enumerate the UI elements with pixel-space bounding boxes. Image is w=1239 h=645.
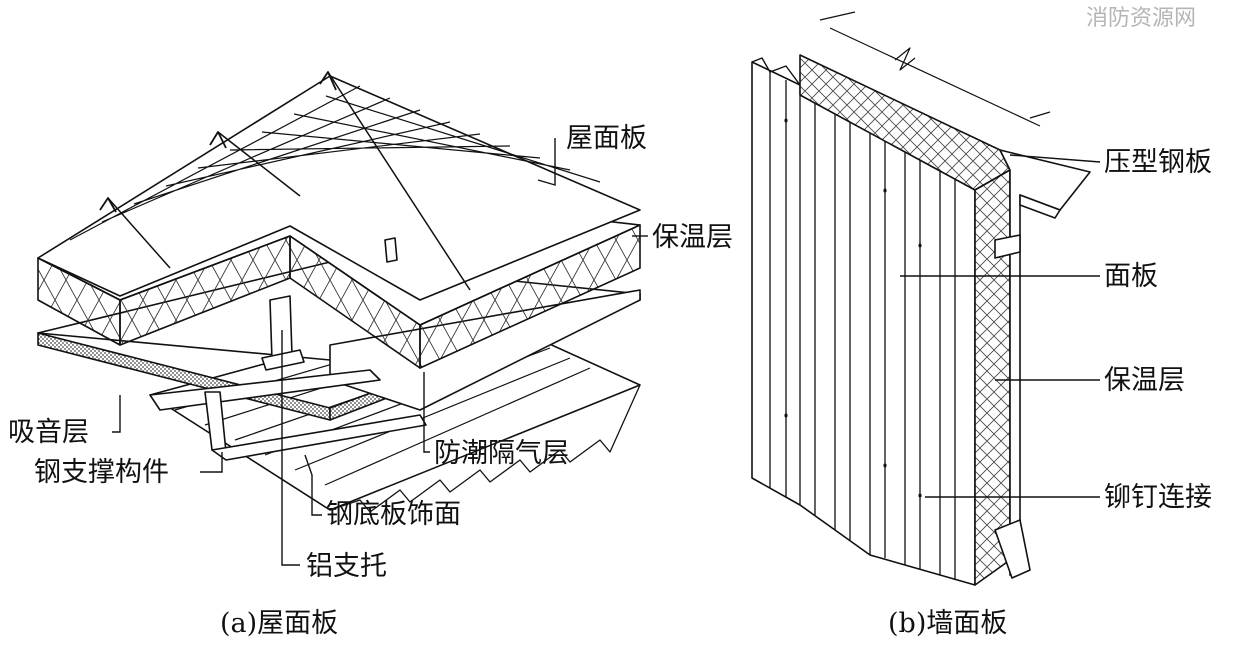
roof-leaders — [112, 138, 648, 566]
caption-roof: (a)屋面板 — [220, 608, 339, 639]
wall-rivets — [784, 118, 922, 498]
wall-drawing — [751, 11, 1091, 586]
wall-inner-steel-group — [994, 149, 1091, 579]
roof-insulation-front-right — [419, 224, 641, 369]
roof-panel-group — [37, 71, 641, 301]
wall-insulation-side — [974, 169, 1011, 586]
label-face-panel: 面板 — [1104, 261, 1158, 292]
leader-profiled-steel — [1009, 154, 1101, 163]
label-vapor-barrier: 防潮隔气层 — [434, 438, 569, 469]
leader-aluminum-bracket — [281, 330, 300, 566]
wall-inner-steel-rib — [994, 234, 1021, 259]
caption-wall: (b)墙面板 — [888, 608, 1008, 639]
aluminum-bracket-base — [261, 349, 305, 371]
label-rivet: 铆钉连接 — [1104, 482, 1212, 513]
label-wall-insulation: 保温层 — [1104, 365, 1185, 396]
aluminum-bracket — [269, 295, 293, 361]
leader-roof-panel — [537, 138, 556, 186]
wall-insulation-group — [799, 54, 1011, 586]
label-steel-support: 钢支撑构件 — [34, 457, 169, 488]
roof-panel-clip — [384, 237, 398, 263]
leader-vapor-barrier — [423, 372, 430, 453]
wall-break-zig — [894, 47, 916, 71]
label-aluminum-bracket: 铝支托 — [306, 551, 387, 582]
leader-steel-base — [304, 454, 322, 516]
roof-drawing — [37, 71, 641, 513]
aluminum-bracket-group — [261, 295, 305, 371]
label-roof-insulation: 保温层 — [652, 222, 733, 253]
wall-inner-steel-flange — [1019, 194, 1061, 219]
steel-support-group — [149, 369, 427, 461]
wall-break-line — [819, 11, 1051, 127]
wall-face-ribs — [769, 72, 956, 580]
watermark: 消防资源网 — [1086, 6, 1197, 31]
roof-panel-ribs — [69, 85, 601, 241]
steel-deck-edge — [329, 384, 641, 513]
leader-sound-absorbing — [112, 395, 121, 433]
wall-inner-steel-bottom — [994, 519, 1031, 579]
wall-leaders — [900, 154, 1101, 498]
label-roof-panel: 屋面板 — [566, 123, 647, 154]
label-steel-base-finish: 钢底板饰面 — [326, 499, 461, 530]
leader-steel-support — [200, 452, 223, 473]
label-sound-absorbing: 吸音层 — [8, 417, 89, 448]
roof-panel-seam-ridge — [107, 71, 471, 291]
label-profiled-steel: 压型钢板 — [1104, 147, 1212, 178]
